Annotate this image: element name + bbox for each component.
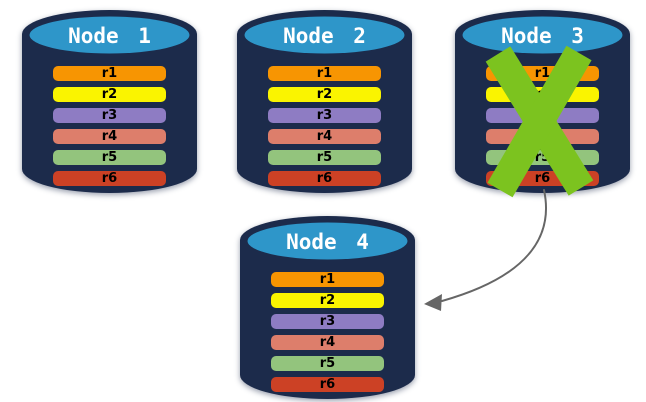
replica-bar-r3: r3 [53,108,166,123]
replica-rows: r1 r2 r3 r4 r5 r6 [53,66,166,192]
failover-arrow [424,189,548,311]
arrow-head [424,294,442,311]
replica-bar-r6: r6 [268,171,381,186]
replica-rows: r1 r2 r3 r4 r5 r6 [271,272,384,398]
replica-bar-r2: r2 [268,87,381,102]
node-title: Node 1 [68,24,151,48]
replica-bar-r5: r5 [53,150,166,165]
replica-bar-r3: r3 [268,108,381,123]
cylinder-top [29,16,190,54]
x-stroke-2 [487,45,592,198]
cylinder-top [244,16,405,54]
replica-bar-r2: r2 [53,87,166,102]
replica-bar-r4: r4 [268,129,381,144]
replica-bar-r1: r1 [268,66,381,81]
replica-bar-r1: r1 [271,272,384,287]
cylinder-top [247,222,408,260]
node-title: Node 2 [283,24,366,48]
node-4: Node 4 r1 r2 r3 r4 r5 r6 [240,213,415,399]
replica-bar-r6: r6 [271,377,384,392]
node-title: Node 3 [501,24,584,48]
replica-bar-r5: r5 [268,150,381,165]
node-1: Node 1 r1 r2 r3 r4 r5 r6 [22,7,197,193]
replica-bar-r4: r4 [53,129,166,144]
node-2: Node 2 r1 r2 r3 r4 r5 r6 [237,7,412,193]
replica-bar-r2: r2 [271,293,384,308]
replica-bar-r6: r6 [53,171,166,186]
replica-rows: r1 r2 r3 r4 r5 r6 [268,66,381,192]
failure-x-icon [485,45,594,198]
replica-bar-r4: r4 [271,335,384,350]
replica-bar-r3: r3 [271,314,384,329]
node-title: Node 4 [286,230,369,254]
cylinder-top [462,16,623,54]
replica-bar-r1: r1 [53,66,166,81]
replica-bar-r5: r5 [271,356,384,371]
arrow-curve [441,189,548,302]
